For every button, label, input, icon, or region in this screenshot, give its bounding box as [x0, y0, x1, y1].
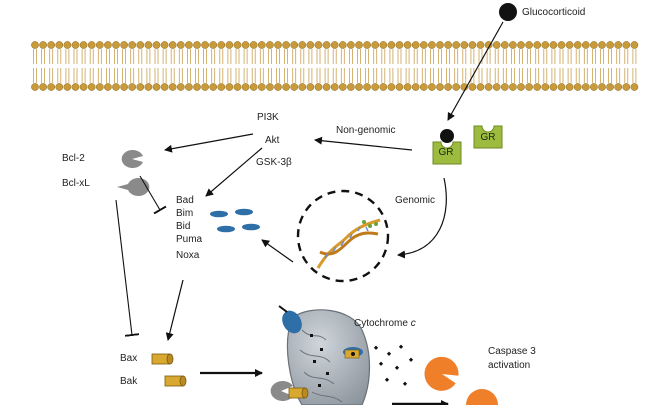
kinase-pi3k-label: PI3K — [257, 112, 279, 123]
kinase-to-bh3-arrow — [205, 147, 263, 197]
caspase-3-active-icon — [466, 389, 498, 405]
kinase-akt-label: Akt — [265, 135, 280, 146]
gr-bound — [432, 129, 462, 165]
kinase-to-bcl2-arrow — [164, 133, 254, 153]
bh3-proteins-icon — [210, 208, 260, 233]
membrane-pore-line — [278, 305, 288, 313]
caspase-3-label: Caspase 3 — [488, 346, 536, 357]
bax-docked-icon — [288, 387, 309, 399]
gr-bound-label: GR — [438, 147, 454, 158]
bh3-puma-label: Puma — [176, 234, 203, 245]
cytochrome-c-suffix: c — [410, 318, 416, 329]
bh3-bid-label: Bid — [176, 221, 191, 232]
glucocorticoid-ligand — [499, 3, 517, 21]
genomic-label: Genomic — [395, 195, 436, 206]
caspase-activation-label: activation — [488, 360, 531, 371]
kinase-gsk3b-label: GSK-3β — [256, 157, 292, 168]
non-genomic-label: Non-genomic — [336, 125, 396, 136]
bh3-bad-label: Bad — [176, 195, 194, 206]
bh3-noxa-label: Noxa — [176, 250, 200, 261]
bax-insertion-icon — [282, 310, 302, 334]
bcl-docked-icon — [270, 381, 293, 402]
gr-free-label: GR — [480, 132, 496, 143]
bax-label: Bax — [120, 353, 138, 364]
bclxl-protein-icon — [117, 178, 150, 197]
caspase-3-icon — [424, 356, 459, 391]
dna-helix-icon — [316, 218, 381, 269]
bclxl-label: Bcl-xL — [62, 178, 90, 189]
bcl2-protein-icon — [121, 150, 143, 169]
gr-free — [473, 125, 503, 149]
cytochrome-c-label: Cytochrome c — [354, 318, 416, 330]
nucleus-to-bh3-arrow — [261, 239, 294, 263]
ligand-entry-arrow — [447, 21, 504, 121]
cytochrome-c-prefix: Cytochrome — [354, 318, 411, 329]
cytochrome-c-dots — [373, 344, 414, 386]
genomic-arrow — [397, 177, 447, 259]
glucocorticoid-label: Glucocorticoid — [522, 7, 586, 18]
bcl2-inhibits-bh3 — [139, 175, 167, 215]
bcl2-label: Bcl-2 — [62, 153, 85, 164]
bak-label: Bak — [120, 376, 138, 387]
mitochondrion-icon — [286, 309, 371, 406]
non-genomic-arrow — [314, 136, 413, 151]
nucleus-outline — [296, 189, 390, 283]
cytochrome-complex-icon — [343, 347, 363, 359]
cell-membrane — [31, 41, 639, 91]
bax-cylinder-icon — [151, 353, 174, 365]
bh3-to-bax-arrow — [165, 279, 184, 341]
bak-cylinder-icon — [164, 375, 187, 387]
bh3-bim-label: Bim — [176, 208, 194, 219]
bclxl-inhibits-bax — [115, 199, 140, 337]
bound-ligand-dot — [440, 129, 454, 143]
